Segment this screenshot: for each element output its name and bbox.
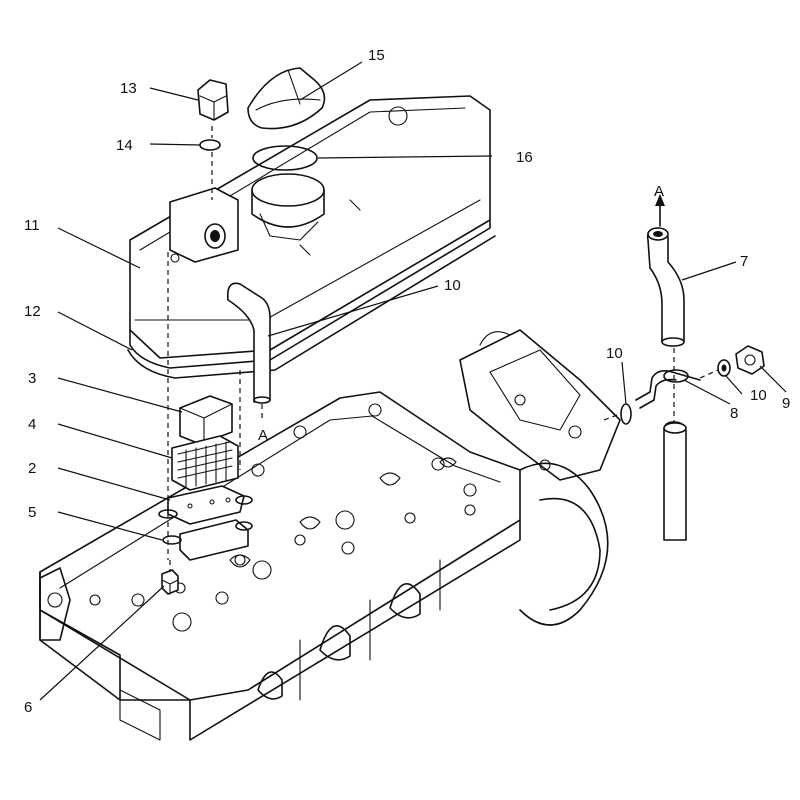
breather-hose-upper	[646, 227, 685, 347]
valve-cover	[127, 95, 496, 379]
ref-a-lower: A	[258, 427, 268, 444]
bolt-6	[161, 560, 179, 595]
flywheel-housing	[459, 329, 621, 626]
washer-10-left	[620, 403, 632, 425]
breather-plate-3	[179, 395, 233, 445]
o-ring	[252, 145, 318, 171]
callout-3: 3	[28, 370, 36, 387]
sealing-washer-14	[199, 139, 221, 151]
nut-9	[735, 345, 765, 375]
washer-10-right	[717, 359, 731, 377]
breather-element-4	[171, 435, 239, 491]
oil-filler-cap	[247, 67, 326, 130]
cylinder-head	[39, 391, 521, 741]
gasket-2-washer-right	[235, 495, 253, 505]
breather-hose-lower	[663, 421, 687, 541]
gasket-2-washer	[158, 509, 178, 519]
callout-10-right: 10	[750, 387, 767, 404]
callout-7: 7	[740, 253, 748, 270]
callout-13: 13	[120, 80, 137, 97]
leader-lines	[39, 61, 787, 701]
callout-6: 6	[24, 699, 32, 716]
callout-5: 5	[28, 504, 36, 521]
callout-10-left: 10	[606, 345, 623, 362]
callout-16: 16	[516, 149, 533, 166]
callout-2: 2	[28, 460, 36, 477]
plug-bolt	[197, 79, 229, 121]
callout-12: 12	[24, 303, 41, 320]
callout-11: 11	[24, 217, 40, 234]
gasket-5	[162, 519, 253, 561]
breather-case-2	[167, 485, 245, 525]
ref-a-upper: A	[654, 183, 664, 200]
callout-4: 4	[28, 416, 36, 433]
hose-clamp-bracket	[635, 369, 701, 409]
callout-9: 9	[782, 395, 790, 412]
callout-14: 14	[116, 137, 133, 154]
callout-10-upper: 10	[444, 277, 461, 294]
callout-8: 8	[730, 405, 738, 422]
callout-15: 15	[368, 47, 385, 64]
breather-hose-left	[226, 282, 271, 420]
